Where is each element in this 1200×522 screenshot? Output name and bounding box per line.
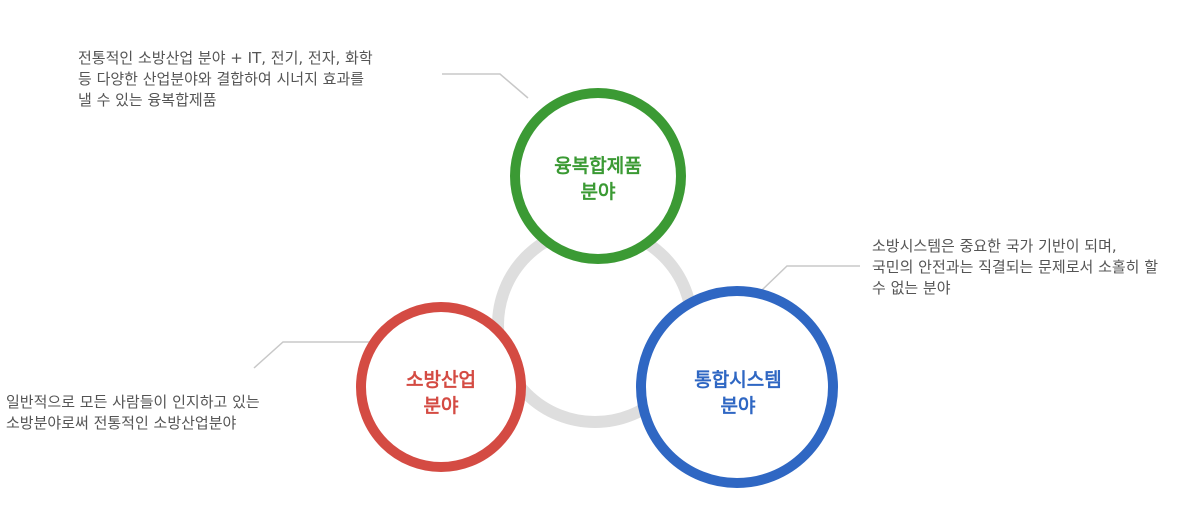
desc-line: 소방시스템은 중요한 국가 기반이 되며, xyxy=(872,237,1117,255)
desc-line: 전통적인 소방산업 분야 + IT, 전기, 전자, 화학 xyxy=(78,49,373,67)
title-industry-line1: 소방산업 xyxy=(406,369,476,391)
desc-convergence: 전통적인 소방산업 분야 + IT, 전기, 전자, 화학 등 다양한 산업분야… xyxy=(78,48,373,111)
leader-line-convergence xyxy=(442,73,529,99)
circle-system xyxy=(636,286,838,488)
title-convergence-line2: 분야 xyxy=(581,181,616,203)
leader-line-system xyxy=(761,265,860,291)
desc-line: 낼 수 있는 융복합제품 xyxy=(78,91,217,109)
desc-industry: 일반적으로 모든 사람들이 인지하고 있는 소방분야로써 전통적인 소방산업분야 xyxy=(6,392,260,434)
title-system-line1: 통합시스템 xyxy=(694,369,781,391)
title-convergence-line1: 융복합제품 xyxy=(554,155,641,177)
desc-system: 소방시스템은 중요한 국가 기반이 되며, 국민의 안전과는 직결되는 문제로서… xyxy=(872,236,1158,299)
title-system-line2: 분야 xyxy=(721,395,756,417)
circle-industry xyxy=(356,302,526,472)
desc-line: 소방분야로써 전통적인 소방산업분야 xyxy=(6,414,237,432)
desc-line: 국민의 안전과는 직결되는 문제로서 소홀히 할 xyxy=(872,258,1159,276)
leader-line-industry xyxy=(253,341,370,369)
desc-line: 일반적으로 모든 사람들이 인지하고 있는 xyxy=(6,393,260,411)
desc-line: 등 다양한 산업분야와 결합하여 시너지 효과를 xyxy=(78,70,365,88)
title-industry-line2: 분야 xyxy=(424,395,459,417)
desc-line: 수 없는 분야 xyxy=(872,279,951,297)
circle-convergence xyxy=(510,88,686,264)
